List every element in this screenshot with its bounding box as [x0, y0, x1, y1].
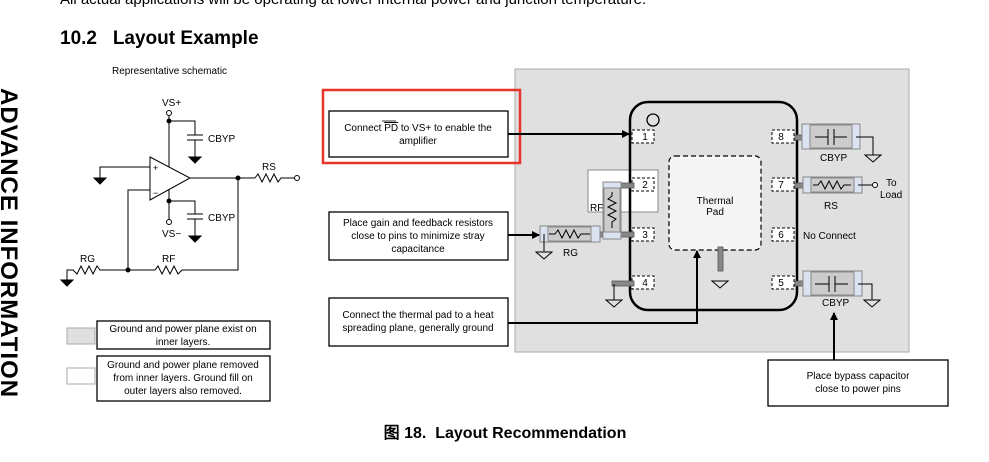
callout-bypass: Place bypass capacitor close to power pi… [767, 312, 949, 407]
legend-text: from inner layers. Ground fill on [113, 373, 253, 384]
vs-plus-label: VS+ [162, 98, 181, 109]
callout-text: spreading plane, generally ground [342, 323, 493, 334]
ground-icon [187, 156, 203, 164]
callout-text: capacitance [391, 244, 445, 255]
pin-8: 8 [778, 132, 784, 143]
callout-text: PD [384, 123, 398, 134]
schematic-title: Representative schematic [112, 66, 227, 77]
figure-caption: 图 18. Layout Recommendation [383, 425, 627, 442]
ground-icon [604, 299, 624, 308]
ground-icon [187, 235, 203, 243]
svg-text:Connect PD to VS+ to enable th: Connect PD to VS+ to enable the [344, 123, 492, 134]
pin1-marker-icon [646, 113, 660, 127]
to-load-label: Load [880, 190, 902, 201]
opamp-symbol [149, 156, 192, 201]
callout-text: to VS+ to enable the [398, 123, 492, 134]
thermal-pad-label: Pad [706, 207, 724, 218]
pin-1: 1 [642, 132, 648, 143]
callout-text: amplifier [399, 136, 437, 147]
highlight-box [321, 88, 522, 165]
ground-icon [92, 177, 108, 185]
cbyp-top-label: CBYP [208, 134, 236, 145]
ic-package: Thermal Pad 1 2 3 4 5 6 7 8 [628, 100, 799, 312]
ground-icon [534, 251, 554, 260]
vs-minus-label: VS− [162, 229, 181, 240]
rf-label: RF [590, 203, 603, 214]
rg-label: RG [80, 254, 95, 265]
rf-resistor [128, 264, 183, 276]
to-load-label: To [886, 178, 897, 189]
pin-6: 6 [778, 230, 784, 241]
rf-component: RF [590, 181, 622, 240]
rs-resistor [254, 172, 294, 184]
callout-pd: Connect PD to VS+ to enable the amplifie… [321, 88, 630, 165]
cbyp-label: CBYP [822, 298, 850, 309]
cbyp-label: CBYP [820, 153, 848, 164]
callout-text: Place gain and feedback resistors [343, 218, 493, 229]
cbyp-pin8-component: CBYP [801, 123, 883, 164]
callout-text: Connect the thermal pad to a heat [342, 310, 493, 321]
callout-gain: Place gain and feedback resistors close … [328, 211, 540, 261]
ground-icon [710, 280, 730, 289]
arrow [508, 250, 701, 324]
callout-text: Connect [344, 123, 384, 134]
plus-input-label: + [153, 163, 158, 173]
callout-text: close to power pins [815, 384, 901, 395]
thermal-pad-label: Thermal [697, 196, 734, 207]
legend-swatch-gray [66, 327, 96, 345]
callout-text: close to pins to minimize stray [351, 231, 484, 242]
pin-3: 3 [642, 230, 648, 241]
pin-7: 7 [778, 180, 784, 191]
pin-2: 2 [642, 180, 648, 191]
section-heading: 10.2 Layout Example [60, 28, 259, 49]
cbyp-bottom-label: CBYP [208, 213, 236, 224]
legend-text: inner layers. [156, 337, 210, 348]
minus-input-label: − [153, 188, 158, 198]
pin-4: 4 [642, 278, 648, 289]
thermal-pad [668, 155, 762, 251]
ground-icon [862, 299, 882, 308]
pin-5: 5 [778, 278, 784, 289]
no-connect-label: No Connect [803, 231, 856, 242]
rg-label: RG [563, 248, 578, 259]
rg-component: RG [534, 225, 601, 260]
intro-paragraph: All actual applications will be operatin… [60, 0, 646, 8]
legend-text: Ground and power plane removed [107, 360, 259, 371]
callout-thermal: Connect the thermal pad to a heat spread… [328, 250, 701, 347]
cbyp-pin5-component: CBYP [802, 270, 882, 309]
rg-resistor [66, 264, 128, 280]
legend-text: outer layers also removed. [124, 386, 242, 397]
rf-label: RF [162, 254, 175, 265]
legend-text: Ground and power plane exist on [109, 324, 256, 335]
rs-label: RS [824, 201, 838, 212]
ground-icon [863, 154, 883, 163]
ground-icon [59, 279, 75, 287]
rs-component: To Load RS [802, 176, 902, 212]
callout-text: Place bypass capacitor [807, 371, 911, 382]
legend-swatch-white [66, 367, 96, 385]
legend: Ground and power plane exist on inner la… [66, 320, 271, 402]
representative-schematic: Representative schematic + − VS+ CBYP CB… [59, 66, 300, 287]
rs-label: RS [262, 162, 276, 173]
